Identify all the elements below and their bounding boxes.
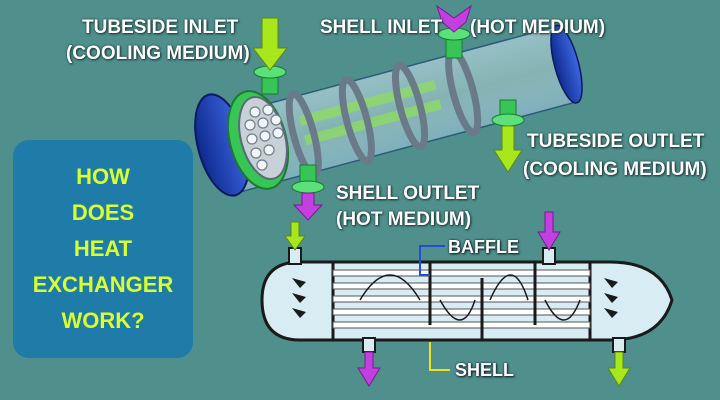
question-line-3: HEAT bbox=[73, 236, 133, 261]
question-line-5: WORK? bbox=[61, 308, 145, 333]
schematic-arrow-shell-out bbox=[357, 351, 381, 387]
shell-pointer bbox=[429, 342, 450, 371]
label-shell-outlet-medium: (HOT MEDIUM) bbox=[336, 209, 472, 230]
schematic-tubes bbox=[332, 269, 591, 329]
right-end-cap-3d bbox=[550, 24, 583, 104]
arrow-tubeside-outlet bbox=[493, 125, 523, 173]
question-line-4: EXCHANGER bbox=[32, 272, 174, 297]
label-tubeside-inlet: TUBESIDE INLET bbox=[82, 17, 239, 38]
nozzle-shell-outlet bbox=[291, 164, 325, 194]
question-box: HOW DOES HEAT EXCHANGER WORK? bbox=[13, 140, 193, 358]
arrow-tubeside-inlet bbox=[251, 17, 289, 71]
arrow-shell-outlet bbox=[292, 192, 324, 221]
question-line-1: HOW bbox=[76, 164, 130, 189]
label-shell-inlet-medium: (HOT MEDIUM) bbox=[470, 17, 606, 38]
schematic-arrow-tube-in bbox=[284, 221, 306, 251]
label-tubeside-outlet: TUBESIDE OUTLET bbox=[527, 131, 705, 152]
tube-holes-3d bbox=[244, 104, 284, 171]
label-tubeside-inlet-medium: (COOLING MEDIUM) bbox=[66, 43, 250, 64]
schematic-arrow-tube-out bbox=[607, 351, 631, 387]
exchanger-schematic bbox=[260, 211, 674, 387]
question-line-2: DOES bbox=[71, 200, 135, 225]
label-shell-inlet: SHELL INLET bbox=[320, 17, 443, 38]
schematic-arrow-shell-in bbox=[537, 211, 561, 251]
baffles-3d bbox=[285, 47, 482, 179]
schematic-baffles bbox=[428, 262, 537, 340]
nozzle-tubeside-inlet bbox=[253, 65, 287, 95]
label-shell-outlet: SHELL OUTLET bbox=[336, 183, 480, 204]
label-shell: SHELL bbox=[455, 360, 515, 380]
label-tubeside-outlet-medium: (COOLING MEDIUM) bbox=[523, 159, 707, 180]
baffle-pointer bbox=[419, 245, 445, 276]
arrow-shell-inlet bbox=[436, 4, 472, 33]
nozzle-shell-inlet bbox=[437, 27, 471, 59]
exchanger-3d bbox=[194, 4, 583, 221]
schematic-head-arrows bbox=[292, 278, 618, 318]
label-baffle: BAFFLE bbox=[448, 237, 519, 257]
